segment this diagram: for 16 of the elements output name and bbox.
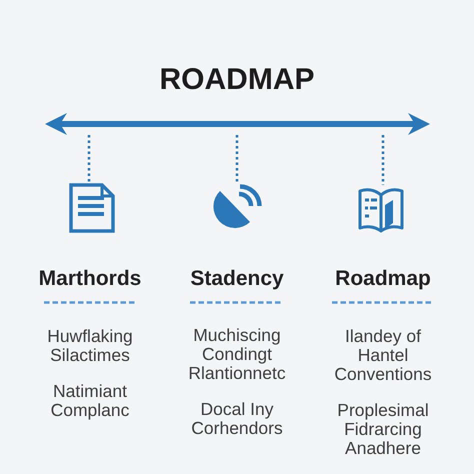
description-text: Muchiscing Condingt Rlantionnetc bbox=[187, 326, 287, 383]
open-book-icon bbox=[358, 186, 404, 234]
description-text: Ilandey of Hantel Conventions bbox=[333, 327, 433, 384]
timeline-arrow bbox=[45, 113, 430, 135]
description-text: Huwflaking Silactimes bbox=[46, 327, 134, 365]
dotted-connector bbox=[382, 135, 384, 185]
column-heading: Stadency bbox=[190, 266, 284, 292]
document-icon bbox=[69, 183, 115, 233]
column-heading: Roadmap bbox=[335, 266, 431, 292]
title: ROADMAP bbox=[160, 63, 314, 97]
column-heading: Marthords bbox=[38, 266, 142, 292]
description-text: Docal Iny Corhendors bbox=[190, 400, 284, 438]
description-text: Proplesimal Fidrarcing Anadhere bbox=[336, 401, 430, 458]
dotted-connector bbox=[236, 135, 238, 183]
description-text: Natimiant Complanc bbox=[50, 382, 130, 420]
dotted-connector bbox=[88, 135, 90, 182]
